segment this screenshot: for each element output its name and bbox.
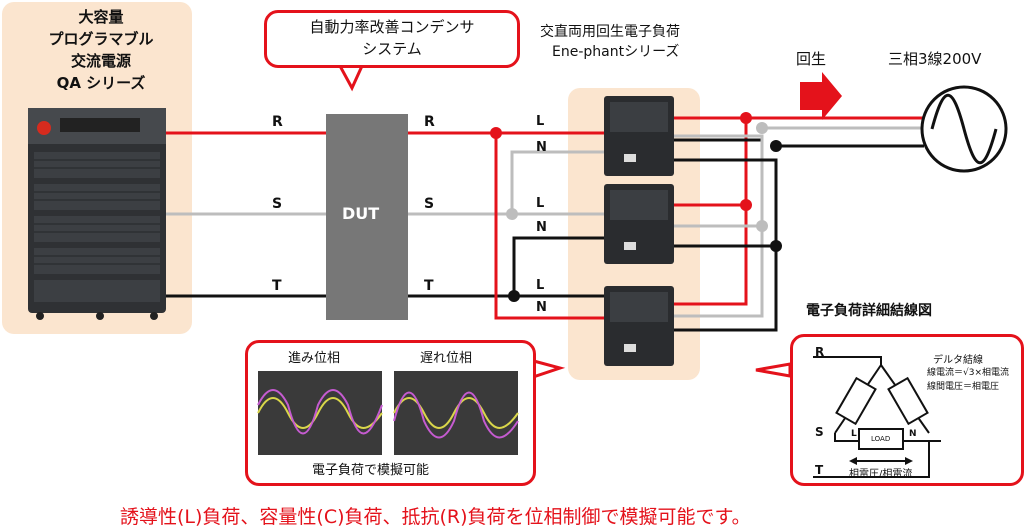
- footer-text: 誘導性(L)負荷、容量性(C)負荷、抵抗(R)負荷を位相制御で模擬可能です。: [120, 506, 751, 528]
- dut-label: DUT: [342, 204, 380, 223]
- detail-note-1: デルタ結線: [933, 355, 983, 366]
- phase-t-out: T: [424, 278, 434, 294]
- detail-n: N: [909, 429, 917, 439]
- scope-screens: [257, 371, 519, 455]
- condenser-callout: 自動力率改善コンデンサ システム: [264, 10, 520, 68]
- electronic-loads: [604, 96, 674, 366]
- waveform-caption: 電子負荷で模擬可能: [312, 463, 430, 478]
- grid-label: 三相3線200V: [888, 50, 982, 68]
- load1-n: N: [536, 140, 547, 155]
- detail-load: LOAD: [871, 435, 891, 443]
- load2-l: L: [536, 196, 545, 211]
- detail-note-3: 線間電圧＝相電圧: [927, 382, 1000, 392]
- phase-t-in: T: [272, 278, 282, 294]
- load3-l: L: [536, 278, 545, 293]
- phase-s-out: S: [424, 196, 435, 212]
- load1-l: L: [536, 114, 545, 129]
- dut-box: [326, 114, 408, 320]
- detail-callout: R S T デルタ結線 線電流＝√3×相電流 線間電圧＝相電圧 LOAD L N…: [790, 334, 1024, 486]
- detail-s: S: [815, 425, 824, 439]
- phase-r-in: R: [272, 114, 283, 130]
- detail-t: T: [815, 463, 824, 477]
- regen-label: 回生: [796, 50, 827, 68]
- phase-s-in: S: [272, 196, 283, 212]
- detail-l: L: [851, 429, 857, 439]
- lead-label: 進み位相: [288, 351, 341, 366]
- phase-r-out: R: [424, 114, 435, 130]
- load-series-title: 交直両用回生電子負荷 Ene-phantシリーズ: [540, 24, 680, 60]
- load3-n: N: [536, 300, 547, 315]
- waveform-callout: 進み位相 遅れ位相 電子負荷で模擬可能: [245, 340, 536, 486]
- lag-label: 遅れ位相: [420, 351, 473, 366]
- detail-r: R: [815, 345, 825, 359]
- load2-n: N: [536, 220, 547, 235]
- delta-connection: [813, 356, 941, 478]
- detail-title: 電子負荷詳細結線図: [806, 303, 932, 319]
- regen-arrow-icon: [800, 72, 842, 120]
- qa-power-supply: [28, 108, 166, 320]
- detail-bottom: 相電圧/相電流: [849, 469, 913, 480]
- detail-note-2: 線電流＝√3×相電流: [927, 368, 1010, 378]
